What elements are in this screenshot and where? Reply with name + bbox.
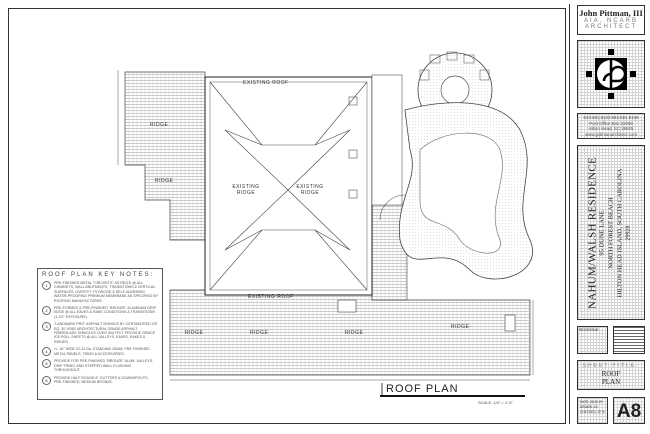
project-block: NAHUM/WALSH RESIDENCE 95 DUNE LANE NORTH… xyxy=(577,145,645,320)
drawn-line: DRAWN: JG xyxy=(580,405,598,409)
plan-title: ROOF PLAN xyxy=(386,383,459,395)
label-existing-ridge-1: EXISTING RIDGE xyxy=(232,184,260,196)
note-number: 5 xyxy=(42,359,51,369)
project-address-2: NORTH FOREST BEACH xyxy=(607,196,615,269)
project-name: NAHUM/WALSH RESIDENCE xyxy=(586,156,599,309)
label-existing-ridge-2: EXISTING RIDGE xyxy=(296,184,324,196)
note-text: "LANDMARK PRO" ASPHALT SHINGLE BY CERTAI… xyxy=(54,322,158,344)
label-ridge: RIDGE xyxy=(451,324,470,330)
revisions-label: REVISIONS: xyxy=(579,328,600,332)
logo-block xyxy=(577,40,645,108)
note-text: PRE-FORMED & PRE-FINISHED "BRONZE" ALUMI… xyxy=(54,306,156,319)
left-wing-roof xyxy=(124,71,206,241)
drawing-border xyxy=(8,8,566,424)
note-text: PROVIDE HALF ROUND 6" GUTTERS & DOWNSPOU… xyxy=(54,375,149,384)
website: www.jpittmanarchitect.com xyxy=(585,131,637,137)
note-number: 3 xyxy=(42,322,51,332)
project-zip: 29928 xyxy=(625,225,632,240)
label-ridge: RIDGE xyxy=(250,330,269,336)
existing-roof xyxy=(204,76,373,296)
note-text: PROVIDE FOR PRE-FINISHED "BRONZE" ALUM. … xyxy=(54,359,154,373)
contact-block: 843.681.8133 843.681.8169 Post Office Bo… xyxy=(577,113,645,139)
label-ridge: RIDGE xyxy=(185,330,204,336)
phone-numbers: 843.681.8133 843.681.8169 xyxy=(583,115,639,120)
checked-line: CHECKED: JP III xyxy=(580,410,605,414)
note-number: 6 xyxy=(42,375,51,385)
architect-name: John Pittman, III xyxy=(579,8,643,18)
key-note: 3"LANDMARK PRO" ASPHALT SHINGLE BY CERTA… xyxy=(42,322,158,344)
key-notes-title: ROOF PLAN KEY NOTES: xyxy=(42,272,155,278)
date-line: DATE: 06.30.20 xyxy=(580,400,603,404)
title-block-divider xyxy=(569,4,570,424)
note-text: +/- 16" WIDE 22-24 Ga. STANDING SEAM, PR… xyxy=(54,347,150,356)
revisions-block: REVISIONS: xyxy=(577,326,608,354)
stamp-block xyxy=(613,326,645,354)
note-number: 2 xyxy=(42,306,51,316)
drawing-info-block: DATE: 06.30.20 DRAWN: JG CHECKED: JP III xyxy=(577,397,608,424)
label-existing-roof-top: EXISTING ROOF xyxy=(243,80,289,86)
label-ridge: RIDGE xyxy=(150,122,169,128)
note-text: PRE-FINISHED METAL "CRICKETS" AS REQ'D @… xyxy=(54,281,158,303)
plan-scale: SCALE: 1/4" = 1'-0" xyxy=(478,400,513,405)
label-ridge: RIDGE xyxy=(345,330,364,336)
architect-credentials: AIA, NCARB xyxy=(583,18,638,24)
architect-role: ARCHITECT xyxy=(584,24,638,30)
label-existing-roof-bottom: EXISTING ROOF xyxy=(248,294,294,300)
city: Hilton Head, SC 29925 xyxy=(588,126,634,131)
sheet-title: ROOF PLAN xyxy=(601,370,621,386)
label-ridge: RIDGE xyxy=(155,178,174,184)
project-address-3: HILTON HEAD ISLAND, SOUTH CAROLINA xyxy=(616,168,624,297)
sheet-title-label: SHEET TITLE: xyxy=(582,363,640,369)
sheet-number: A8 xyxy=(613,397,645,424)
note-number: 4 xyxy=(42,347,51,357)
po-box: Post Office Box 23206 xyxy=(589,120,633,126)
roof-plan-drawing xyxy=(117,51,534,397)
key-note: 4+/- 16" WIDE 22-24 Ga. STANDING SEAM, P… xyxy=(42,347,158,357)
sheet-title-block: SHEET TITLE: ROOF PLAN xyxy=(577,360,645,390)
note-number: 1 xyxy=(42,281,51,290)
architect-logo xyxy=(586,49,636,99)
architect-block: John Pittman, III AIA, NCARB ARCHITECT xyxy=(577,5,645,35)
project-address-1: 95 DUNE LANE xyxy=(598,209,606,256)
